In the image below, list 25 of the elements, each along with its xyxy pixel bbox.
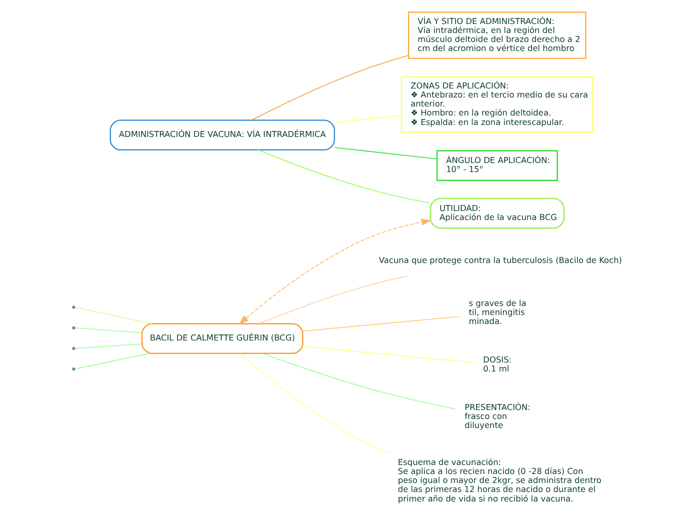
connector <box>258 149 431 203</box>
connector <box>74 352 150 369</box>
node-box: ZONAS DE APLICACIÓN: ❖ Antebrazo: en el tercio medio de su cara anterior. ❖ Hombro: en la región deltoidea. ❖ Espalda: en la zona interescapular. <box>400 76 594 132</box>
connector <box>334 146 438 159</box>
node-text: s graves de la til, meningitis minada. <box>468 298 526 326</box>
node-text: Vacuna que protege contra la tuberculosis (Bacilo de Koch) <box>378 254 622 265</box>
node-box: VÍA Y SITIO DE ADMINISTRACIÓN: Vía intradérmica, en la región del músculo deltoide del brazo derecho a 2 cm del acromion o vértice del hombro <box>408 11 586 59</box>
node-box: UTILIDAD: Aplicación de la vacuna BCG <box>430 197 565 228</box>
node-box: ADMINISTRACIÓN DE VACUNA: VÍA INTRADÉRMICA <box>110 119 336 150</box>
connector <box>74 326 142 333</box>
node-text: DOSIS: 0.1 ml <box>483 354 512 374</box>
connector <box>262 352 456 409</box>
connector <box>74 306 152 324</box>
node-text: Esquema de vacunación: Se aplica a los recien nacido (0 -28 días) Con peso igual o mayor de 2kgr, se administra dentro de las primeras 12 horas de nacido o durante el primer año de vida si no recibió la vacuna. <box>398 456 602 503</box>
arrow <box>238 218 432 324</box>
connector <box>74 343 142 348</box>
connector <box>251 54 409 120</box>
connector <box>302 345 474 363</box>
connector <box>239 352 390 454</box>
connector <box>302 316 460 332</box>
node-box: BACIL DE CALMETTE GUÉRIN (BCG) <box>141 322 304 354</box>
connector <box>258 275 408 324</box>
node-box: ÁNGULO DE APLICACIÓN: 10° - 15° <box>436 150 558 180</box>
node-text: PRESENTACIÓN: frasco con diluyente <box>464 401 530 430</box>
connector <box>334 114 402 123</box>
